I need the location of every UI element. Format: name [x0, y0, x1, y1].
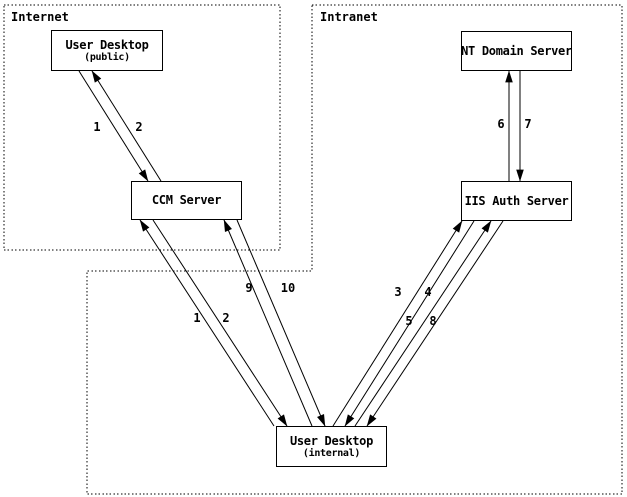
- edge-label-1-internal: 1: [193, 311, 201, 325]
- edge-line-8-iis-to-internal: [366, 220, 504, 427]
- edge-line-1-internal-to-ccm: [139, 219, 275, 427]
- node-user-desktop-public: User Desktop (public): [51, 30, 163, 71]
- node-title: IIS Auth Server: [464, 193, 569, 208]
- edge-line-2-ccm-to-internal: [152, 219, 288, 427]
- edge-label-3: 3: [394, 285, 402, 299]
- edge-label-9: 9: [245, 281, 253, 295]
- edge-label-6: 6: [497, 117, 505, 131]
- edge-line-2-ccm-to-public: [91, 70, 162, 182]
- node-user-desktop-internal: User Desktop (internal): [276, 426, 387, 467]
- node-subtitle: (public): [84, 51, 130, 63]
- edge-line-4-iis-to-internal: [344, 220, 475, 427]
- node-iis-auth-server: IIS Auth Server: [461, 181, 572, 221]
- edge-label-5: 5: [405, 314, 413, 328]
- node-title: User Desktop: [65, 37, 149, 52]
- edge-line-10-ccm-to-internal: [236, 219, 326, 427]
- intranet-zone-label: Intranet: [320, 10, 378, 24]
- node-ccm-server: CCM Server: [131, 181, 242, 220]
- node-title: NT Domain Server: [461, 43, 572, 58]
- internet-zone-label: Internet: [11, 10, 69, 24]
- internet-zone-border: [3, 4, 281, 251]
- edge-label-4: 4: [424, 285, 432, 299]
- edge-label-8: 8: [429, 314, 437, 328]
- edge-label-10: 10: [280, 281, 296, 295]
- edge-line-3-internal-to-iis: [332, 220, 463, 427]
- edge-label-7: 7: [524, 117, 532, 131]
- edge-line-5-internal-to-iis: [354, 220, 492, 427]
- node-title: CCM Server: [151, 193, 222, 207]
- node-title: User Desktop: [289, 433, 374, 448]
- node-nt-domain-server: NT Domain Server: [461, 31, 572, 71]
- edge-label-1-public: 1: [93, 120, 101, 134]
- edge-label-2-public: 2: [135, 120, 143, 134]
- node-subtitle: (internal): [302, 447, 361, 459]
- edge-line-9-internal-to-ccm: [223, 219, 313, 427]
- edge-line-1-public-to-ccm: [78, 70, 149, 182]
- edge-label-2-internal: 2: [222, 311, 230, 325]
